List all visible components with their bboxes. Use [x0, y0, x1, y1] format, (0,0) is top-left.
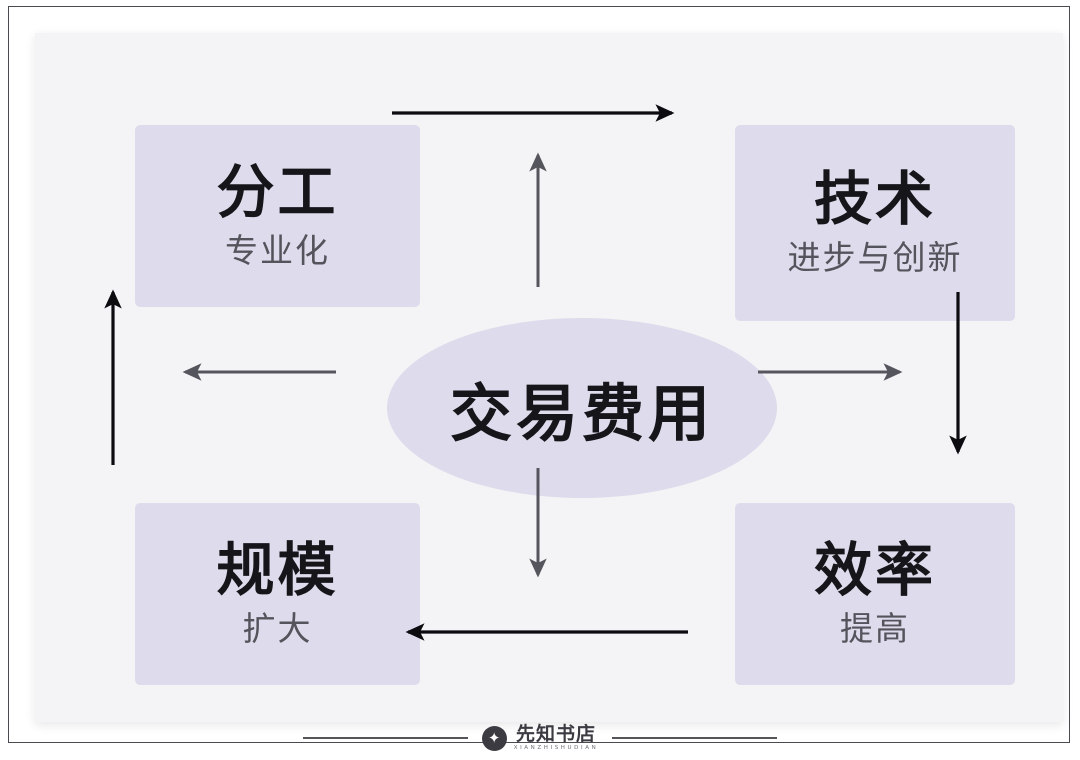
- node-subtitle-scale: 扩大: [242, 609, 313, 649]
- node-subtitle-division: 专业化: [225, 231, 330, 271]
- center-node-label: 交易费用: [449, 377, 714, 450]
- node-subtitle-efficiency: 提高: [840, 609, 910, 649]
- node-title-technology: 技术: [813, 165, 936, 234]
- brand-logo-icon: ✦: [481, 725, 507, 751]
- node-title-efficiency: 效率: [813, 536, 936, 605]
- footer-rule-right: [612, 737, 778, 739]
- brand-latin-name: XIANZHISHUDIAN: [513, 744, 599, 751]
- footer-rule-left: [302, 737, 468, 739]
- node-box-technology[interactable]: 技术 进步与创新: [735, 125, 1015, 321]
- outer-frame: 分工 专业化 技术 进步与创新 规模 扩大 效率 提高 交易费用: [8, 6, 1070, 743]
- node-box-efficiency[interactable]: 效率 提高: [735, 503, 1015, 685]
- footer-watermark: ✦ 先知书店 XIANZHISHUDIAN: [0, 716, 1080, 760]
- brand-text: 先知书店 XIANZHISHUDIAN: [513, 722, 599, 752]
- node-title-division: 分工: [216, 158, 339, 227]
- node-subtitle-technology: 进步与创新: [787, 238, 963, 278]
- brand-mark: ✦ 先知书店 XIANZHISHUDIAN: [481, 722, 599, 752]
- node-title-scale: 规模: [216, 536, 339, 605]
- node-box-scale[interactable]: 规模 扩大: [135, 503, 420, 685]
- node-box-division[interactable]: 分工 专业化: [135, 125, 420, 307]
- diagram-card: 分工 专业化 技术 进步与创新 规模 扩大 效率 提高 交易费用: [35, 33, 1063, 722]
- brand-name: 先知书店: [515, 722, 596, 745]
- center-node-transaction-cost[interactable]: 交易费用: [387, 318, 777, 498]
